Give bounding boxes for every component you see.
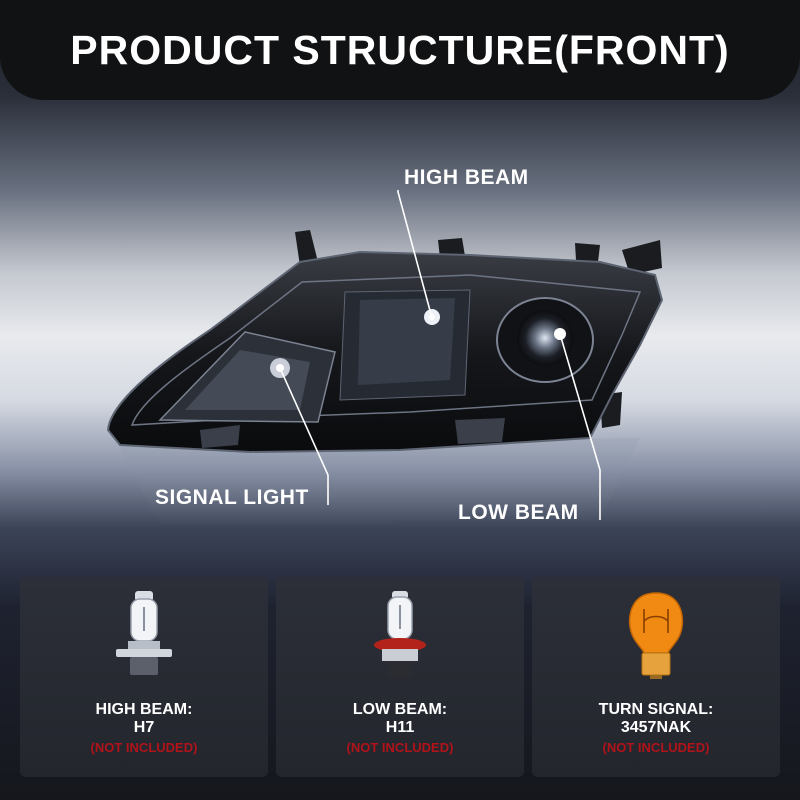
low-beam-callout: LOW BEAM	[458, 501, 579, 524]
signal-light-leader-line	[279, 367, 329, 505]
callout-lines	[279, 190, 601, 520]
headlight-reflection	[118, 438, 640, 525]
bulb-code: 3457NAK	[620, 719, 692, 736]
h7-bulb-icon	[116, 591, 172, 675]
bulb-card-low-beam: LOW BEAM: H11 (NOT INCLUDED)	[276, 577, 524, 777]
bulb-name: LOW BEAM:	[352, 701, 448, 718]
h11-bulb-icon	[374, 591, 426, 677]
signal-light-callout: SIGNAL LIGHT	[155, 486, 309, 509]
not-included-note: (NOT INCLUDED)	[346, 740, 454, 755]
title-banner	[0, 0, 800, 100]
bulb-code: H7	[133, 719, 155, 736]
high-beam-reflector	[339, 289, 471, 401]
high-beam-callout: HIGH BEAM	[404, 166, 529, 189]
bulb-card-turn-signal: TURN SIGNAL: 3457NAK (NOT INCLUDED)	[532, 577, 780, 777]
signal-light-chamber	[158, 331, 336, 423]
bulb-code: H11	[385, 719, 415, 736]
high-beam-leader-line	[397, 190, 433, 319]
page-title: PRODUCT STRUCTURE(FRONT)	[70, 26, 730, 73]
bulb-name: HIGH BEAM:	[95, 701, 193, 718]
low-beam-projector	[496, 297, 594, 383]
not-included-note: (NOT INCLUDED)	[90, 740, 198, 755]
not-included-note: (NOT INCLUDED)	[602, 740, 710, 755]
headlight-product-image	[106, 190, 664, 525]
bulb-card-high-beam: HIGH BEAM: H7 (NOT INCLUDED)	[20, 577, 268, 777]
low-beam-leader-line	[559, 333, 601, 520]
amber-3457nak-bulb-icon	[628, 592, 684, 679]
bulb-name: TURN SIGNAL:	[598, 701, 714, 718]
